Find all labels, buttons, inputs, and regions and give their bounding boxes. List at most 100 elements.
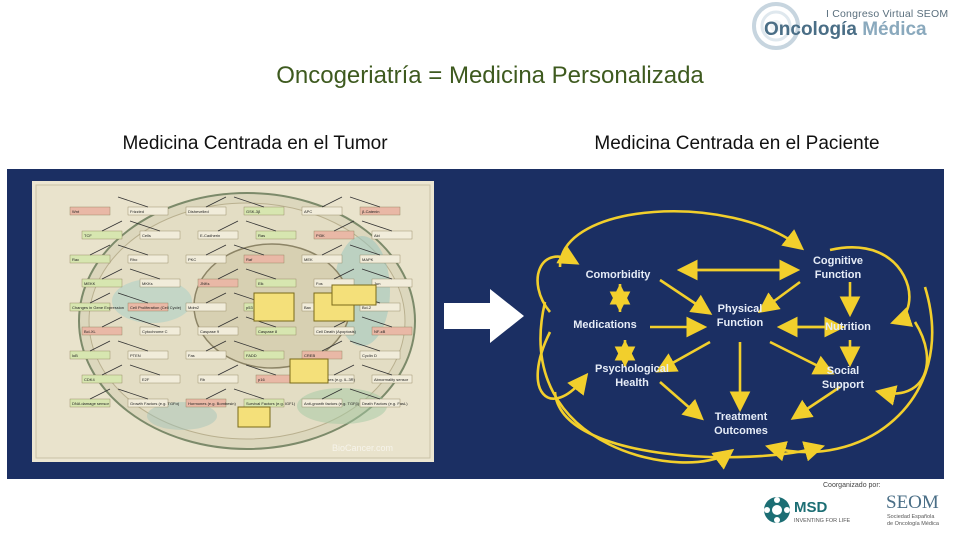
tumor-node-label: Caspase 9 <box>200 329 220 334</box>
tumor-link <box>117 292 149 304</box>
msd-mark-icon <box>764 497 790 523</box>
node-nutrition-line: Nutrition <box>825 321 871 333</box>
tumor-link <box>205 340 227 352</box>
tumor-link <box>321 196 343 208</box>
congress-name: I Congreso Virtual SEOM <box>826 8 949 20</box>
tumor-link <box>349 388 381 400</box>
tumor-node-label: Elk <box>258 281 264 286</box>
tumor-node-label: MAPK <box>362 257 374 262</box>
tumor-link <box>233 340 265 352</box>
tumor-watermark: BioCancer.com <box>332 443 393 453</box>
seom-subtitle-1: Sociedad Española <box>887 514 935 520</box>
tumor-node-label: FADD <box>246 353 257 358</box>
tumor-link <box>321 244 343 256</box>
tumor-link <box>217 364 239 376</box>
brand-word-medica: Médica <box>862 19 927 40</box>
tumor-node-label: Cyclin D <box>362 353 377 358</box>
tumor-link <box>205 196 227 208</box>
brand-word-oncologia: ncología <box>778 19 857 40</box>
tumor-link <box>333 268 355 280</box>
tumor-node-label: IκB <box>72 353 78 358</box>
tumor-node-label: Cytochrome C <box>142 329 168 334</box>
tumor-link <box>217 316 239 328</box>
slide-title: Oncogeriatría = Medicina Personalizada <box>276 62 704 89</box>
tumor-link <box>89 340 111 352</box>
node-cognitive-line: Cognitive <box>813 255 863 267</box>
tumor-node-label: Ras <box>258 233 265 238</box>
tumor-link <box>129 220 161 232</box>
tumor-node-label: Cells <box>142 233 151 238</box>
tumor-node-label: Caspase 8 <box>258 329 278 334</box>
tumor-link <box>321 388 343 400</box>
node-treatment-line: Treatment <box>715 411 768 423</box>
node-physical-line: Physical <box>718 303 763 315</box>
tumor-node-label: Rb <box>200 377 206 382</box>
tumor-link <box>245 364 277 376</box>
tumor-node-label: PKC <box>188 257 196 262</box>
brand-word-initial: O <box>764 19 779 40</box>
seom-logo: SEOM Sociedad Española de Oncología Médi… <box>884 492 948 532</box>
right-heading: Medicina Centrada en el Paciente <box>594 133 880 154</box>
tumor-node-label: NF-κB <box>374 329 386 334</box>
tumor-node-label: APC <box>304 209 312 214</box>
seom-congress-logo <box>742 0 960 52</box>
tumor-link <box>101 364 123 376</box>
tumor-node-label: Cytokines (e.g. IL-3R) <box>316 377 356 382</box>
tumor-link <box>205 292 227 304</box>
node-nutrition: Nutrition <box>825 321 871 333</box>
tumor-node-label: Cell Death (Apoptosis) <box>316 329 357 334</box>
tumor-node-label: Fas <box>188 353 195 358</box>
tumor-node-label: Fos <box>316 281 323 286</box>
tumor-link <box>361 316 393 328</box>
tumor-node-label: Cell Proliferation (Cell Cycle) <box>130 305 182 310</box>
brand-wordmark: Oncología Médica <box>764 19 927 41</box>
tumor-node-label: Mdm2 <box>188 305 200 310</box>
tumor-node-label: Bcl-2 <box>362 305 372 310</box>
tumor-node-label: Raf <box>246 257 253 262</box>
tumor-link <box>129 364 161 376</box>
tumor-link <box>117 340 149 352</box>
seom-subtitle-2: de Oncología Médica <box>887 521 939 527</box>
tumor-link <box>89 292 111 304</box>
node-social-line: Support <box>822 379 864 391</box>
tumor-link <box>233 244 265 256</box>
node-comorbidity: Comorbidity <box>586 269 652 281</box>
tumor-node-label: PTEN <box>130 353 141 358</box>
tumor-node-label: Growth Factors (e.g. TGFα) <box>130 401 180 406</box>
tumor-link <box>333 220 355 232</box>
tumor-node-label: CDK4 <box>84 377 95 382</box>
node-social-line: Social <box>827 365 859 377</box>
tumor-node-label: Akt <box>374 233 381 238</box>
tumor-node-label: Hormones (e.g. Bombesin) <box>188 401 236 406</box>
tumor-node-label: GSK-3β <box>246 209 261 214</box>
node-medications-line: Medications <box>573 319 637 331</box>
tumor-node-label: p16 <box>258 377 265 382</box>
tumor-link <box>205 388 227 400</box>
tumor-link <box>349 244 381 256</box>
tumor-link <box>233 196 265 208</box>
tumor-link <box>101 268 123 280</box>
tumor-link <box>89 388 111 400</box>
tumor-node-label: PI3K <box>316 233 325 238</box>
msd-tagline: INVENTING FOR LIFE <box>794 518 851 524</box>
tumor-link <box>101 316 123 328</box>
tumor-link <box>361 268 393 280</box>
tumor-node-label: Changes in Gene Expression <box>72 305 124 310</box>
tumor-node-label: p53 <box>246 305 253 310</box>
tumor-link <box>349 340 381 352</box>
tumor-node-label: Rac <box>72 257 79 262</box>
tumor-node-label: Death Factors (e.g. FasL) <box>362 401 408 406</box>
tumor-node-label: Rho <box>130 257 138 262</box>
tumor-node-label: CREB <box>304 353 315 358</box>
node-comorbidity-line: Comorbidity <box>586 269 652 281</box>
tumor-link <box>117 244 149 256</box>
tumor-node-label: E2F <box>142 377 150 382</box>
tumor-link <box>117 388 149 400</box>
node-psych-line: Psychological <box>595 363 669 375</box>
tumor-node-label: Abnormality sensor <box>374 377 409 382</box>
